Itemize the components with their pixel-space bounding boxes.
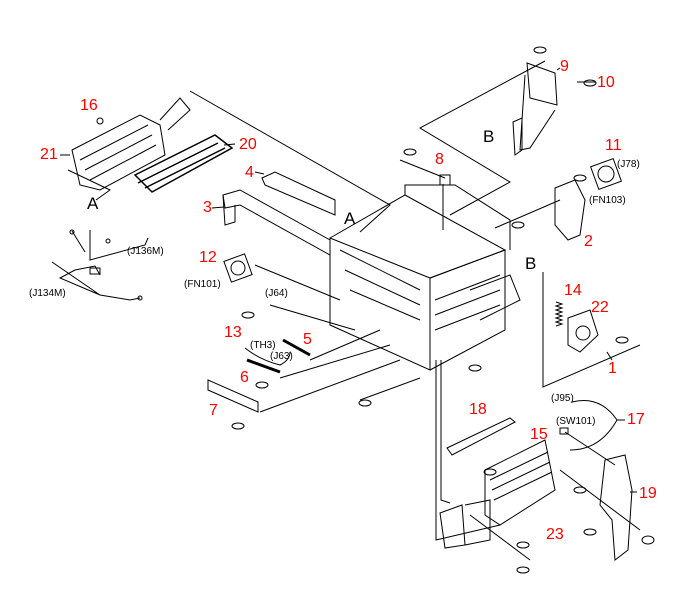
callout-23: 23 <box>546 526 564 543</box>
ref-b-frame: B <box>525 254 537 273</box>
connector-j63: (J63) <box>270 351 293 362</box>
callout-10: 10 <box>597 74 615 91</box>
connector-sw101: (SW101) <box>556 416 596 427</box>
callout-18: 18 <box>469 401 487 418</box>
plate-7 <box>207 379 259 413</box>
fan-11 <box>589 157 623 191</box>
guide-4 <box>261 171 336 216</box>
ref-a-fuser: A <box>87 194 99 213</box>
callout-15: 15 <box>530 426 548 443</box>
callout-13: 13 <box>224 324 242 341</box>
leader-frame-bottom <box>435 360 501 541</box>
connector-th3: (TH3) <box>250 340 276 351</box>
bar-5 <box>282 338 311 357</box>
callout-22: 22 <box>591 299 609 316</box>
connector-j134m: (J134M) <box>29 288 66 299</box>
leader-b-upper <box>418 60 546 216</box>
spring-14 <box>554 301 564 327</box>
connector-j95: (J95) <box>551 393 574 404</box>
ref-a-frame: A <box>344 209 356 228</box>
switch-15 <box>559 427 569 435</box>
connector-fn103: (FN103) <box>589 195 626 206</box>
callout-21: 21 <box>40 146 58 163</box>
callout-3: 3 <box>203 199 212 216</box>
leader-b-lower <box>542 272 641 388</box>
leader-fan12 <box>254 264 341 301</box>
leader-frame-bottom2 <box>440 360 451 504</box>
callout-9: 9 <box>560 58 569 75</box>
ref-b-board: B <box>483 127 495 146</box>
callout-2: 2 <box>584 233 593 250</box>
callout-20: 20 <box>239 136 257 153</box>
main-frame <box>329 184 521 371</box>
callout-17: 17 <box>627 411 645 428</box>
callout-11: 11 <box>605 137 622 154</box>
connector-fn101: (FN101) <box>184 279 221 290</box>
bracket-b <box>512 117 523 156</box>
callout-5: 5 <box>303 331 312 348</box>
leader-6 <box>279 344 391 379</box>
leader-a-upper <box>67 169 111 201</box>
gear-assembly-22 <box>567 309 599 353</box>
sensor-8 <box>439 174 451 186</box>
callout-7: 7 <box>209 402 218 419</box>
callout-4: 4 <box>245 164 254 181</box>
rail-3 <box>222 189 331 256</box>
connector-j136m: (J136M) <box>127 246 164 257</box>
callout-19: 19 <box>639 485 657 502</box>
leader-fuser-group <box>189 90 391 233</box>
leader-19 <box>559 469 641 531</box>
connector-j78: (J78) <box>617 159 640 170</box>
leader-23 <box>469 514 531 561</box>
bracket-bottom <box>439 504 466 549</box>
tray-23 <box>484 439 556 526</box>
leader-7 <box>259 359 401 413</box>
delivery-assembly-21 <box>71 97 191 191</box>
bracket-2 <box>554 179 586 241</box>
screw-16 <box>96 117 104 125</box>
guide-18 <box>446 417 516 456</box>
leader-screw-top <box>399 159 446 179</box>
cable-harness <box>51 229 149 301</box>
board-9 <box>526 62 558 106</box>
callout-6: 6 <box>240 369 249 386</box>
bar-6 <box>246 358 281 374</box>
callout-16: 16 <box>80 97 98 114</box>
leader-screw-a <box>269 304 356 331</box>
cover-19 <box>599 454 633 561</box>
callout-12: 12 <box>199 249 217 266</box>
thermistor-13 <box>244 347 291 366</box>
fan-12 <box>223 253 253 283</box>
leader-2 <box>494 199 561 229</box>
callout-1: 1 <box>608 360 617 377</box>
connector-j64: (J64) <box>265 288 288 299</box>
leader-15 <box>564 431 616 466</box>
leader-5 <box>309 329 381 361</box>
screws <box>231 46 655 574</box>
flat-cable <box>519 74 556 151</box>
fuser-20 <box>133 134 234 193</box>
leader-screw-b <box>359 377 421 401</box>
callout-14: 14 <box>564 282 582 299</box>
callout-8: 8 <box>435 151 444 168</box>
